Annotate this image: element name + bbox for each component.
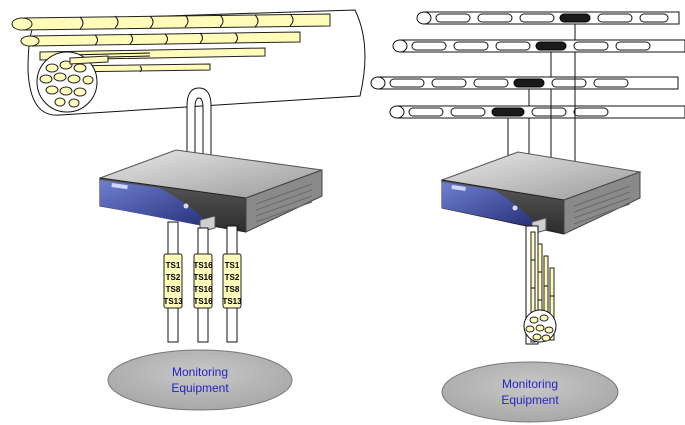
ring-cable	[392, 39, 685, 53]
monitor-label-line1: Monitoring	[502, 377, 558, 391]
ring-cable	[416, 11, 680, 25]
right-monitoring-device	[440, 151, 642, 235]
timeslot-label: TS16	[193, 285, 213, 294]
timeslot-label: TS1	[225, 261, 240, 270]
right-monitoring-equipment: Monitoring Equipment	[441, 361, 619, 423]
timeslot-label: TS2	[225, 273, 240, 282]
timeslot-label: TS1	[166, 261, 181, 270]
timeslot-label: TS16	[193, 273, 213, 282]
timeslot-cable: TS16 TS16 TS16 TS16	[193, 227, 213, 343]
timeslot-label: TS16	[193, 297, 213, 306]
right-tap-wires	[507, 24, 576, 166]
timeslot-label: TS16	[193, 261, 213, 270]
timeslot-label: TS13	[163, 297, 183, 306]
ring-cable	[370, 76, 679, 90]
monitor-label-line2: Equipment	[171, 381, 229, 395]
left-monitoring-equipment: Monitoring Equipment	[107, 349, 293, 411]
timeslot-label: TS2	[166, 273, 181, 282]
timeslot-label: TS8	[225, 285, 240, 294]
timeslot-label: TS8	[166, 285, 181, 294]
timeslot-cable: TS1 TS2 TS8 TS13	[222, 225, 242, 343]
left-monitoring-device	[99, 149, 323, 233]
timeslot-cable: TS1 TS2 TS8 TS13	[163, 221, 183, 343]
left-timeslot-cables: TS1 TS2 TS8 TS13 TS16 TS16 TS16 TS16 TS1…	[163, 221, 242, 343]
right-output-fibers	[523, 225, 557, 345]
monitor-label-line2: Equipment	[501, 393, 559, 407]
right-ring-cables	[370, 11, 685, 119]
ring-cable	[389, 105, 685, 119]
left-fiber-bundle	[11, 13, 331, 113]
monitor-label-line1: Monitoring	[172, 365, 228, 379]
timeslot-label: TS13	[222, 297, 242, 306]
